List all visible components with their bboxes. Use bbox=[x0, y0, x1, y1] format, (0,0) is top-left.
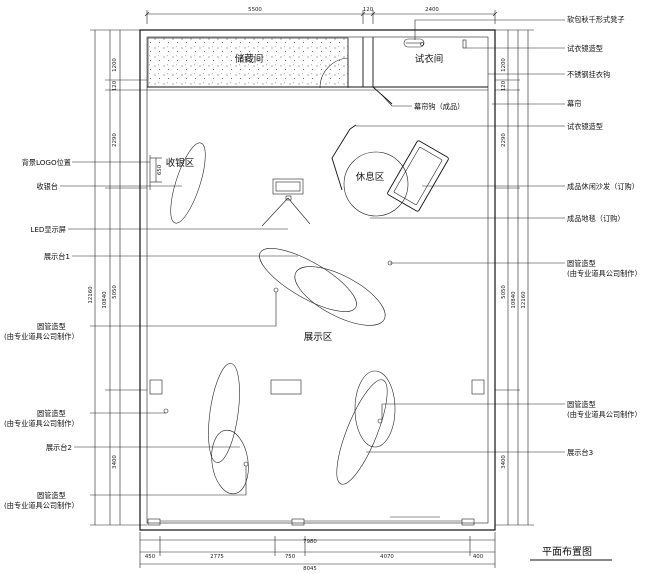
lounge-sofa bbox=[387, 140, 449, 212]
note-round-pipe-left-1a: 圆管造型 bbox=[37, 322, 66, 331]
mirror-line bbox=[331, 128, 351, 191]
bottom-dim-inner: 7980 bbox=[303, 539, 317, 545]
note-carpet: 成品地毯（订购） bbox=[567, 214, 625, 223]
display-stand-2b bbox=[211, 429, 249, 495]
bottom-dim-2: 2775 bbox=[210, 554, 224, 560]
note-curtain-hook: 幕帘钩（成品） bbox=[414, 102, 464, 111]
note-round-pipe-left-2b: (由专业道具公司制作） bbox=[4, 419, 79, 428]
display-stand-3a bbox=[354, 370, 396, 448]
storage-room-hatch bbox=[147, 37, 349, 88]
left-dim-2: 120 bbox=[112, 80, 118, 91]
storage-door bbox=[319, 57, 349, 89]
bottom-dim-1: 450 bbox=[145, 554, 156, 560]
right-dim-3: 2290 bbox=[501, 133, 507, 147]
cashier-desk bbox=[170, 142, 206, 224]
note-round-pipe-right-1b: (由专业道具公司制作） bbox=[567, 269, 642, 278]
leader-lines bbox=[60, 19, 565, 496]
left-dim-4: 5050 bbox=[112, 285, 118, 299]
note-curtain: 幕帘 bbox=[567, 99, 581, 108]
bottom-dim-total: 8045 bbox=[303, 566, 317, 572]
led-screen bbox=[261, 178, 311, 227]
note-stand-3: 展示台3 bbox=[567, 448, 593, 457]
outer-walls bbox=[139, 29, 496, 531]
right-dim-2: 120 bbox=[501, 80, 507, 91]
room-label-lounge: 休息区 bbox=[356, 171, 385, 183]
fitting-mirror bbox=[462, 39, 467, 49]
right-dim-5: 3400 bbox=[501, 455, 507, 469]
bottom-dim-4: 4070 bbox=[380, 554, 394, 560]
right-dimension-lines bbox=[495, 29, 534, 526]
note-sofa: 成品休闲沙发（订购） bbox=[567, 182, 639, 191]
right-dim-1: 1200 bbox=[501, 58, 507, 72]
left-dimension-lines bbox=[90, 29, 162, 526]
note-soft-stool: 软包秋千形式凳子 bbox=[567, 15, 625, 24]
display-stand-1a bbox=[259, 248, 357, 312]
note-led: LED显示屏 bbox=[30, 225, 66, 234]
bottom-dim-5: 400 bbox=[473, 554, 484, 560]
room-label-display: 展示区 bbox=[304, 332, 333, 343]
lounge-carpet bbox=[343, 151, 409, 217]
note-round-pipe-left-3a: 圆管造型 bbox=[37, 491, 66, 500]
top-dim-3: 2400 bbox=[425, 7, 439, 13]
top-dim-2: 120 bbox=[363, 7, 374, 13]
note-mirror-1: 试衣镜造型 bbox=[567, 44, 603, 53]
note-round-pipe-right-2b: (由专业道具公司制作） bbox=[567, 410, 642, 419]
display-stand-2a bbox=[208, 363, 240, 463]
note-stand-2: 展示台2 bbox=[46, 443, 72, 452]
right-dim-4: 5050 bbox=[501, 285, 507, 299]
side-wall-features bbox=[149, 155, 485, 395]
top-dimension-line bbox=[144, 10, 498, 24]
note-round-pipe-left-1b: (由专业道具公司制作） bbox=[4, 332, 79, 341]
note-stand-1: 展示台1 bbox=[44, 252, 70, 261]
note-round-pipe-right-2a: 圆管造型 bbox=[567, 400, 596, 409]
bottom-dimension-lines bbox=[139, 532, 496, 568]
display-stand-1b bbox=[294, 266, 386, 326]
note-cashier-desk: 收银台 bbox=[36, 182, 58, 191]
top-dim-1: 5500 bbox=[248, 7, 262, 13]
room-label-storage: 储藏间 bbox=[235, 53, 264, 65]
soft-stool bbox=[403, 38, 425, 48]
left-dim-logo: 650 bbox=[157, 164, 163, 175]
right-dim-total: 12160 bbox=[521, 291, 527, 309]
display-stand-3b bbox=[336, 379, 388, 485]
room-label-fitting: 试衣间 bbox=[415, 53, 444, 65]
note-steel-hook: 不锈钢挂衣钩 bbox=[567, 70, 610, 79]
entrance bbox=[147, 516, 475, 526]
note-logo: 背景LOGO位置 bbox=[22, 158, 71, 167]
right-dim-sub: 10840 bbox=[511, 291, 517, 309]
note-round-pipe-left-2a: 圆管造型 bbox=[37, 409, 66, 418]
drawing-title: 平面布置图 bbox=[542, 546, 592, 558]
note-mirror-2: 试衣镜造型 bbox=[567, 122, 603, 131]
room-label-cashier: 收银区 bbox=[166, 157, 195, 169]
left-dim-sub: 10840 bbox=[102, 291, 108, 309]
left-dim-5: 3400 bbox=[112, 455, 118, 469]
left-dim-total: 12160 bbox=[88, 286, 94, 304]
note-round-pipe-right-1a: 圆管造型 bbox=[567, 259, 596, 268]
pipe-markers bbox=[163, 42, 424, 467]
left-dim-1: 1200 bbox=[112, 58, 118, 72]
bottom-dim-3: 750 bbox=[285, 554, 296, 560]
left-dim-3: 2290 bbox=[112, 133, 118, 147]
note-round-pipe-left-3b: (由专业道具公司制作） bbox=[4, 501, 79, 510]
